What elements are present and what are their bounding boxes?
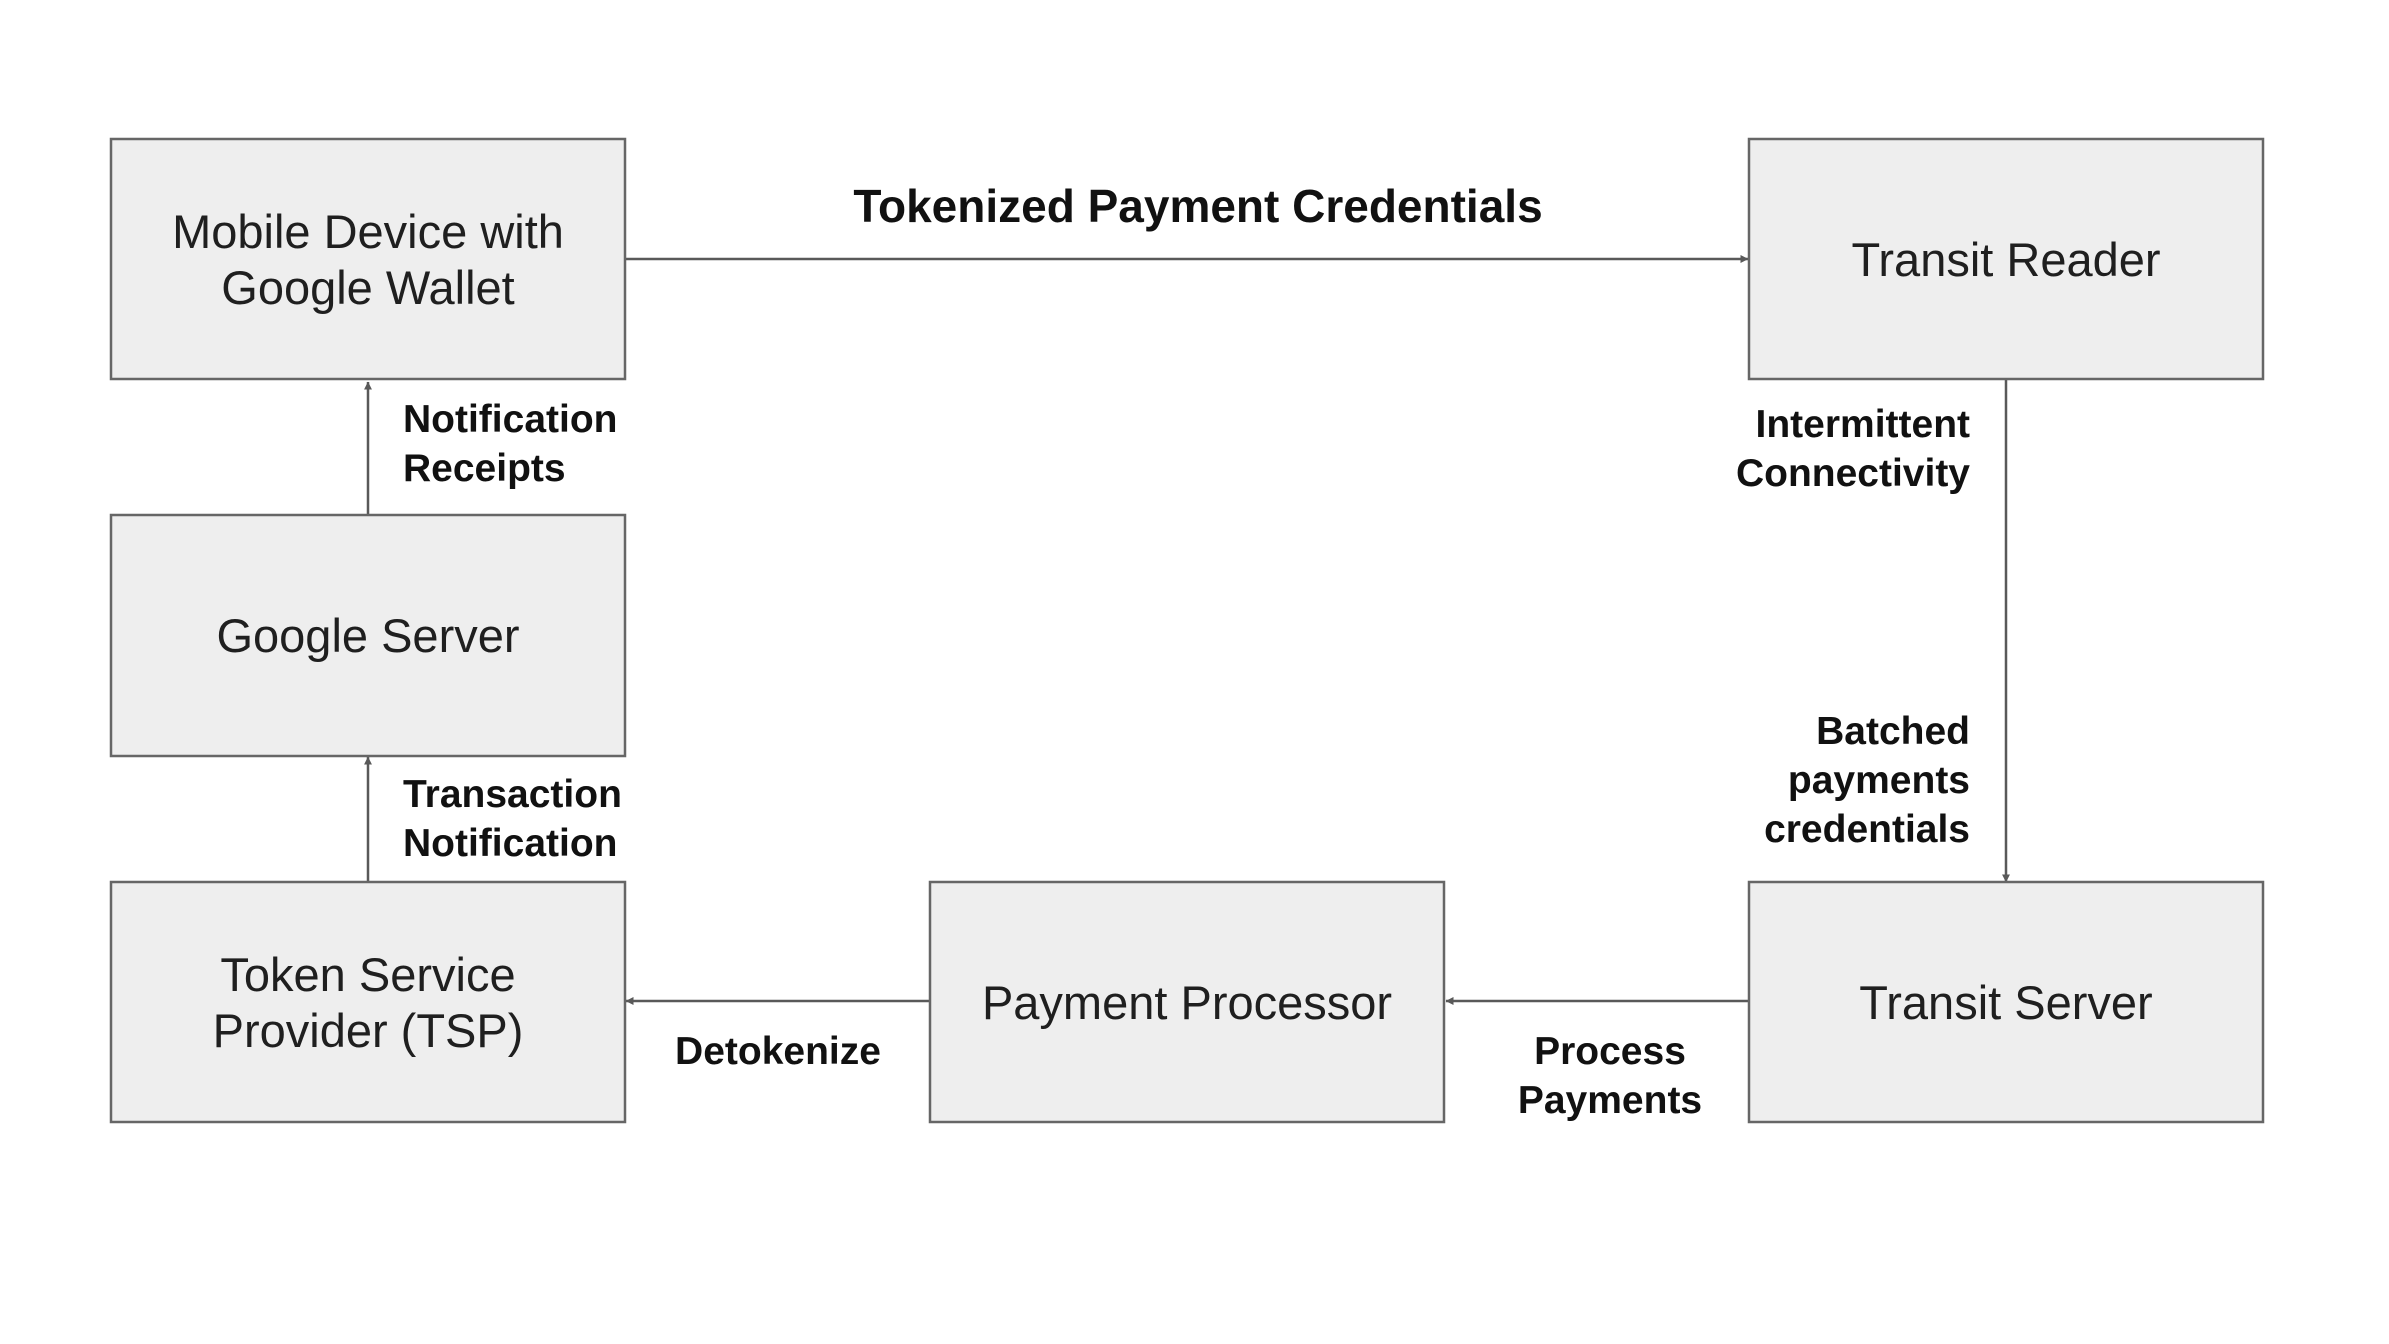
node-payment-processor-label: Payment Processor [982, 976, 1392, 1029]
edge-label-batched-credentials-line-1: Batched [1816, 710, 1970, 753]
edges [364, 255, 2010, 1005]
node-transit-reader: Transit Reader [1747, 137, 2265, 381]
edge-label-intermittent-connectivity-line-1: Intermittent [1756, 403, 1971, 446]
node-google-server: Google Server [109, 513, 627, 758]
node-payment-processor: Payment Processor [928, 880, 1446, 1124]
node-google-server-label: Google Server [216, 609, 519, 662]
nodes: Mobile Device with Google Wallet Transit… [109, 137, 2265, 1124]
edge-label-notification-receipts-line-1: Notification [403, 398, 617, 441]
node-tsp-label-line-2: Provider (TSP) [213, 1004, 524, 1057]
edge-label-tokenized-credentials: Tokenized Payment Credentials [853, 180, 1542, 232]
edge-label-process-payments-line-1: Process [1534, 1030, 1686, 1073]
edge-label-process-payments-line-2: Payments [1518, 1079, 1702, 1122]
edge-label-transaction-notification-line-1: Transaction [403, 773, 622, 816]
edge-label-notification-receipts-line-2: Receipts [403, 447, 566, 490]
node-mobile-device-label-line-2: Google Wallet [221, 261, 514, 314]
node-transit-server-label: Transit Server [1859, 976, 2152, 1029]
node-tsp-label-line-1: Token Service [220, 948, 515, 1001]
edge-label-intermittent-connectivity-line-2: Connectivity [1736, 452, 1970, 495]
node-mobile-device: Mobile Device with Google Wallet [109, 137, 627, 381]
edge-label-batched-credentials-line-3: credentials [1764, 808, 1970, 851]
node-mobile-device-label-line-1: Mobile Device with [172, 205, 564, 258]
node-transit-server: Transit Server [1747, 880, 2265, 1124]
node-token-service-provider: Token Service Provider (TSP) [109, 880, 627, 1124]
edge-label-detokenize: Detokenize [675, 1030, 881, 1073]
edge-labels: Tokenized Payment Credentials Intermitte… [403, 180, 1970, 1122]
edge-label-transaction-notification-line-2: Notification [403, 822, 617, 865]
edge-label-batched-credentials-line-2: payments [1788, 759, 1970, 802]
node-transit-reader-label: Transit Reader [1851, 233, 2160, 286]
